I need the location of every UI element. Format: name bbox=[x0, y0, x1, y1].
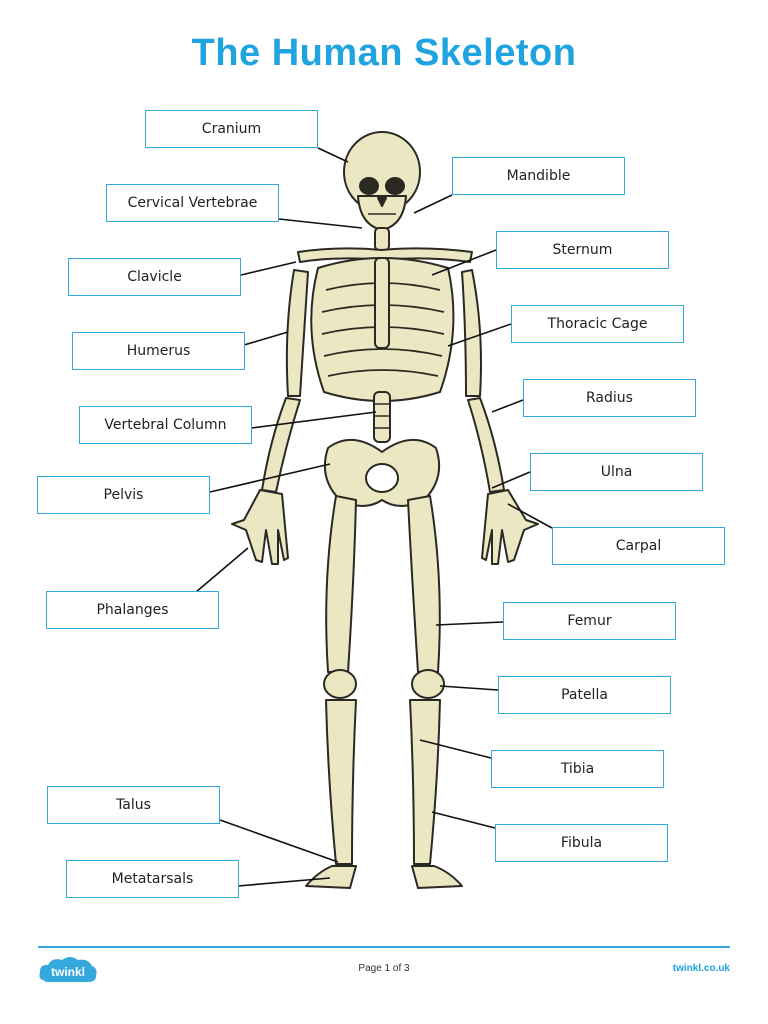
page-number: Page 1 of 3 bbox=[358, 963, 410, 974]
label-clavicle: Clavicle bbox=[68, 258, 241, 296]
twinkl-logo: twinkl bbox=[39, 957, 97, 982]
label-pelvis: Pelvis bbox=[37, 476, 210, 514]
left-hand bbox=[231, 489, 289, 565]
label-fibula: Fibula bbox=[495, 824, 668, 862]
footer-divider bbox=[38, 946, 730, 948]
right-femur bbox=[407, 495, 441, 673]
label-femur: Femur bbox=[503, 602, 676, 640]
spine bbox=[373, 391, 391, 443]
right-patella bbox=[411, 669, 445, 699]
left-tibia bbox=[325, 699, 357, 865]
logo-text: twinkl bbox=[51, 965, 85, 979]
left-humerus bbox=[285, 269, 309, 397]
leader-lines bbox=[195, 147, 553, 887]
label-cervical-vertebrae: Cervical Vertebrae bbox=[106, 184, 279, 222]
label-phalanges: Phalanges bbox=[46, 591, 219, 629]
label-carpal: Carpal bbox=[552, 527, 725, 565]
label-vertebral-column: Vertebral Column bbox=[79, 406, 252, 444]
shoulder-girdle bbox=[297, 247, 473, 263]
label-ulna: Ulna bbox=[530, 453, 703, 491]
left-femur bbox=[325, 495, 357, 673]
label-sternum: Sternum bbox=[496, 231, 669, 269]
right-hand bbox=[481, 489, 539, 565]
label-radius: Radius bbox=[523, 379, 696, 417]
label-cranium: Cranium bbox=[145, 110, 318, 148]
left-patella bbox=[323, 669, 357, 699]
site-link[interactable]: twinkl.co.uk bbox=[672, 963, 730, 974]
skeleton-illustration bbox=[231, 131, 539, 889]
left-foot bbox=[305, 865, 357, 889]
neck-vertebrae bbox=[374, 227, 390, 251]
label-metatarsals: Metatarsals bbox=[66, 860, 239, 898]
skeleton-diagram bbox=[195, 131, 553, 889]
label-mandible: Mandible bbox=[452, 157, 625, 195]
label-humerus: Humerus bbox=[72, 332, 245, 370]
label-tibia: Tibia bbox=[491, 750, 664, 788]
right-humerus bbox=[461, 269, 482, 397]
right-tibia bbox=[409, 699, 441, 865]
label-talus: Talus bbox=[47, 786, 220, 824]
right-foot bbox=[411, 865, 463, 889]
label-thoracic-cage: Thoracic Cage bbox=[511, 305, 684, 343]
label-patella: Patella bbox=[498, 676, 671, 714]
page-title: The Human Skeleton bbox=[191, 32, 577, 74]
right-forearm bbox=[467, 397, 505, 493]
sternum-bone bbox=[374, 257, 390, 349]
